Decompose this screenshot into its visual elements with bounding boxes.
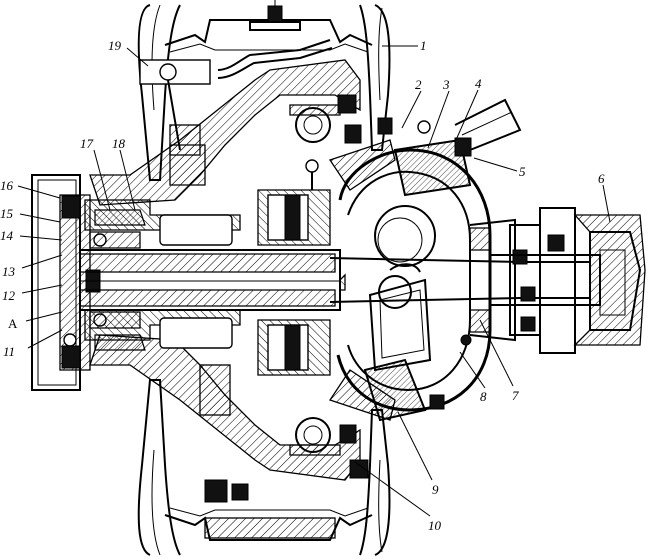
label-3: 3 <box>442 77 450 92</box>
label-18: 18 <box>112 136 126 151</box>
label-8: 8 <box>480 389 487 404</box>
label-13: 13 <box>2 264 16 279</box>
label-17: 17 <box>80 136 94 151</box>
label-9: 9 <box>432 482 439 497</box>
label-5: 5 <box>519 164 526 179</box>
label-15: 15 <box>0 206 14 221</box>
hub-cap <box>31 174 146 391</box>
label-2: 2 <box>415 77 422 92</box>
label-10: 10 <box>428 518 442 533</box>
label-19: 19 <box>108 38 122 53</box>
label-7: 7 <box>512 388 519 403</box>
label-12: 12 <box>2 288 16 303</box>
lower-mechanism <box>199 319 369 503</box>
axle-shaft <box>79 249 591 311</box>
label-11: 11 <box>3 344 15 359</box>
label-A: A <box>8 316 18 331</box>
callout-labels: 1 2 3 4 5 6 7 8 9 10 11 A 12 13 14 15 16… <box>0 38 605 533</box>
label-4: 4 <box>475 76 482 91</box>
label-16: 16 <box>0 178 14 193</box>
label-14: 14 <box>0 228 14 243</box>
label-1: 1 <box>420 38 427 53</box>
final-drive-housing <box>328 98 646 422</box>
upper-mechanism <box>139 39 362 246</box>
leader-lines <box>17 45 611 517</box>
label-6: 6 <box>598 171 605 186</box>
